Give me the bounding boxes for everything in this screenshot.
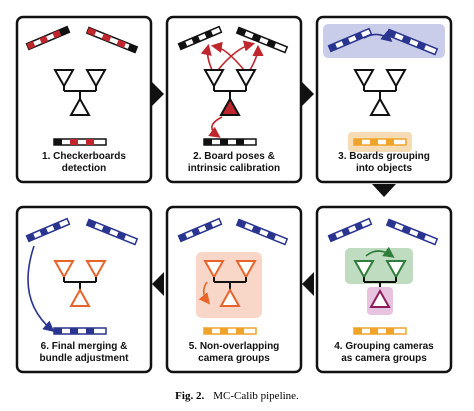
camera-rig-icon bbox=[353, 260, 407, 290]
checkerboard-icon bbox=[203, 138, 257, 146]
checkerboard-icon bbox=[53, 138, 107, 146]
panel-1-label-line1: 1. Checkerboards bbox=[42, 151, 126, 162]
checkerboard-icon bbox=[385, 218, 439, 246]
panel-4-label-line2: as camera groups bbox=[341, 353, 427, 364]
checkerboard-icon bbox=[177, 25, 223, 51]
panel-3-label-line2: into objects bbox=[356, 163, 413, 174]
caption-text: MC-Calib pipeline. bbox=[213, 390, 299, 402]
checkerboard-icon bbox=[353, 138, 407, 146]
panel-2-label-line2: intrinsic calibration bbox=[188, 163, 280, 174]
flow-arrow-left bbox=[152, 272, 164, 296]
grouping-arrow bbox=[365, 246, 395, 258]
checkerboard-icon bbox=[85, 26, 139, 54]
panel-6-label-line2: bundle adjustment bbox=[40, 353, 130, 364]
panel-1-label-line2: detection bbox=[62, 163, 106, 174]
checkerboard-icon bbox=[327, 217, 373, 243]
grouping-arrow bbox=[363, 30, 393, 43]
panel-2-frame bbox=[165, 15, 303, 184]
checkerboard-icon bbox=[25, 25, 71, 51]
figure-caption: Fig. 2. MC-Calib pipeline. bbox=[175, 390, 299, 402]
flow-arrow-left bbox=[302, 272, 314, 296]
camera-rig-icon bbox=[53, 260, 107, 307]
camera-rig-icon bbox=[53, 69, 107, 116]
checkerboard-icon bbox=[177, 217, 223, 243]
flow-arrow-right bbox=[152, 82, 164, 106]
panel-2-board-poses: 2. Board poses & intrinsic calibration bbox=[165, 15, 303, 184]
checkerboard-icon bbox=[25, 217, 71, 243]
camera-rig-icon bbox=[353, 69, 407, 116]
panel-1-frame bbox=[15, 15, 153, 184]
checkerboard-icon bbox=[235, 26, 289, 54]
panel-4-camera-groups: 4. Grouping cameras as camera groups bbox=[315, 205, 453, 374]
flow-arrow-right bbox=[302, 82, 314, 106]
panel-5-label-line1: 5. Non-overlapping bbox=[189, 341, 280, 352]
merge-arrow bbox=[27, 245, 55, 333]
camera-rig-icon bbox=[203, 69, 257, 116]
camera-icon bbox=[369, 288, 391, 308]
checkerboard-icon bbox=[235, 218, 289, 246]
panel-6-final-merging: 6. Final merging & bundle adjustment bbox=[15, 205, 153, 374]
pose-arrows bbox=[200, 40, 264, 71]
panel-1-checkerboard-detection: 1. Checkerboards detection bbox=[15, 15, 153, 184]
checkerboard-icon bbox=[203, 327, 257, 335]
panel-4-label-line1: 4. Grouping cameras bbox=[334, 341, 434, 352]
panel-3-label-line1: 3. Boards grouping bbox=[338, 151, 430, 162]
checkerboard-icon bbox=[353, 327, 407, 335]
camera-rig-icon bbox=[203, 260, 257, 307]
panel-6-label-line1: 6. Final merging & bbox=[41, 341, 128, 352]
checkerboard-icon bbox=[327, 27, 373, 53]
merge-arrow bbox=[198, 281, 210, 305]
panel-5-label-line2: camera groups bbox=[198, 353, 270, 364]
panel-3-boards-grouping: 3. Boards grouping into objects bbox=[315, 15, 453, 184]
panel-2-label-line1: 2. Board poses & bbox=[193, 151, 275, 162]
panel-5-non-overlapping: 5. Non-overlapping camera groups bbox=[165, 205, 303, 374]
caption-label: Fig. 2. bbox=[175, 390, 204, 402]
flow-arrow-down bbox=[372, 184, 396, 197]
checkerboard-icon bbox=[53, 327, 107, 335]
checkerboard-icon bbox=[85, 218, 139, 246]
pose-arrow bbox=[208, 116, 223, 138]
